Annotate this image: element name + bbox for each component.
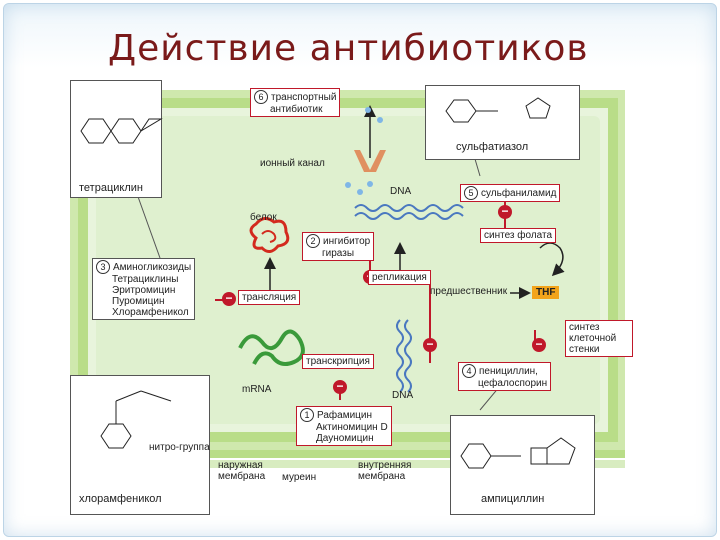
slide-title: Действие антибиотиков xyxy=(108,28,589,69)
ampicillin-structure-icon xyxy=(460,437,576,469)
transcription-label: транскрипция xyxy=(306,356,370,367)
group1-line3: Дауномицин xyxy=(316,433,374,444)
group3-line2: Тетрациклины xyxy=(112,274,179,285)
group3-line5: Хлорамфеникол xyxy=(112,307,189,318)
mrna-shape xyxy=(238,329,305,366)
tetracycline-structure-panel: тетрациклин xyxy=(70,80,163,198)
inhibition-icon: − xyxy=(532,338,546,352)
group3-line1: Аминогликозиды xyxy=(113,262,192,273)
group5-line1: сульфаниламид xyxy=(481,188,557,199)
ion-channel-shape xyxy=(354,150,386,172)
translation-box: трансляция xyxy=(238,290,301,305)
inner-membrane-label: внутренняя мембрана xyxy=(358,460,412,482)
ampicillin-label: ампициллин xyxy=(481,493,545,505)
ion-channel-label: ионный канал xyxy=(260,158,325,169)
group1-line1: Рафамицин xyxy=(317,410,372,421)
replication-box: репликация xyxy=(368,270,431,285)
outer-membrane-label: наружная мембрана xyxy=(218,460,266,482)
dna-top-label: DNA xyxy=(390,186,412,197)
murein-label: муреин xyxy=(282,472,317,483)
membrane-stripe xyxy=(70,460,625,468)
group3-line3: Эритромицин xyxy=(112,285,176,296)
group6-line1: транспортный xyxy=(271,92,337,103)
group6-line2: антибиотик xyxy=(270,104,323,115)
group5-number: 5 xyxy=(464,186,478,200)
group2-number: 2 xyxy=(306,234,320,248)
tetracycline-structure-icon xyxy=(80,118,163,144)
sulfathiazole-structure-panel: сульфатиазол xyxy=(425,85,580,160)
dna-bottom-helix xyxy=(396,319,404,393)
group1-line2: Актиномицин D xyxy=(316,422,388,433)
antibiotics-diagram: тетрациклин сульфатиазол нитро-группа хл… xyxy=(70,80,633,515)
dna-bottom-label: DNA xyxy=(392,390,414,401)
group1-number: 1 xyxy=(300,408,314,422)
inhibition-icon: − xyxy=(333,380,347,394)
group4-line2: цефалоспорин xyxy=(478,378,548,389)
inhibition-icon: − xyxy=(423,338,437,352)
thf-box: THF xyxy=(532,286,560,299)
ampicillin-structure-panel: ампициллин xyxy=(450,415,595,515)
sulfathiazole-label: сульфатиазол xyxy=(456,141,529,153)
folate-synthesis-label: синтез фолата xyxy=(484,230,553,241)
translation-label: трансляция xyxy=(242,292,297,303)
chloramphenicol-label: хлорамфеникол xyxy=(79,493,162,505)
chloramphenicol-structure-icon xyxy=(100,390,172,449)
group2-line1: ингибитор xyxy=(323,236,371,247)
chloramphenicol-structure-panel: нитро-группа хлорамфеникол xyxy=(70,375,210,515)
cell-wall-synthesis-box: синтез клеточной стенки xyxy=(565,320,633,357)
transcription-box: транскрипция xyxy=(302,354,374,369)
dna-top-helix xyxy=(354,204,464,212)
group3-line4: Пуромицин xyxy=(112,296,165,307)
precursor-label: предшественник xyxy=(430,286,508,297)
sulfathiazole-structure-icon xyxy=(445,97,551,123)
membrane-stripe xyxy=(70,450,625,458)
group4-number: 4 xyxy=(462,364,476,378)
group3-number: 3 xyxy=(96,260,110,274)
nitro-group-label: нитро-группа xyxy=(149,442,210,453)
inhibition-icon: − xyxy=(498,205,512,219)
protein-label: белок xyxy=(250,212,277,223)
group4-line1: пенициллин, xyxy=(479,366,538,377)
tetracycline-label: тетрациклин xyxy=(79,182,143,194)
cell-wall-synthesis-label: синтез клеточной стенки xyxy=(569,322,617,355)
folate-synthesis-box: синтез фолата xyxy=(480,228,557,243)
protein-shape xyxy=(249,217,290,253)
inhibition-icon: − xyxy=(222,292,236,306)
group6-number: 6 xyxy=(254,90,268,104)
group2-line2: гиразы xyxy=(322,248,355,259)
replication-label: репликация xyxy=(372,272,427,283)
mrna-label: mRNA xyxy=(242,384,272,395)
